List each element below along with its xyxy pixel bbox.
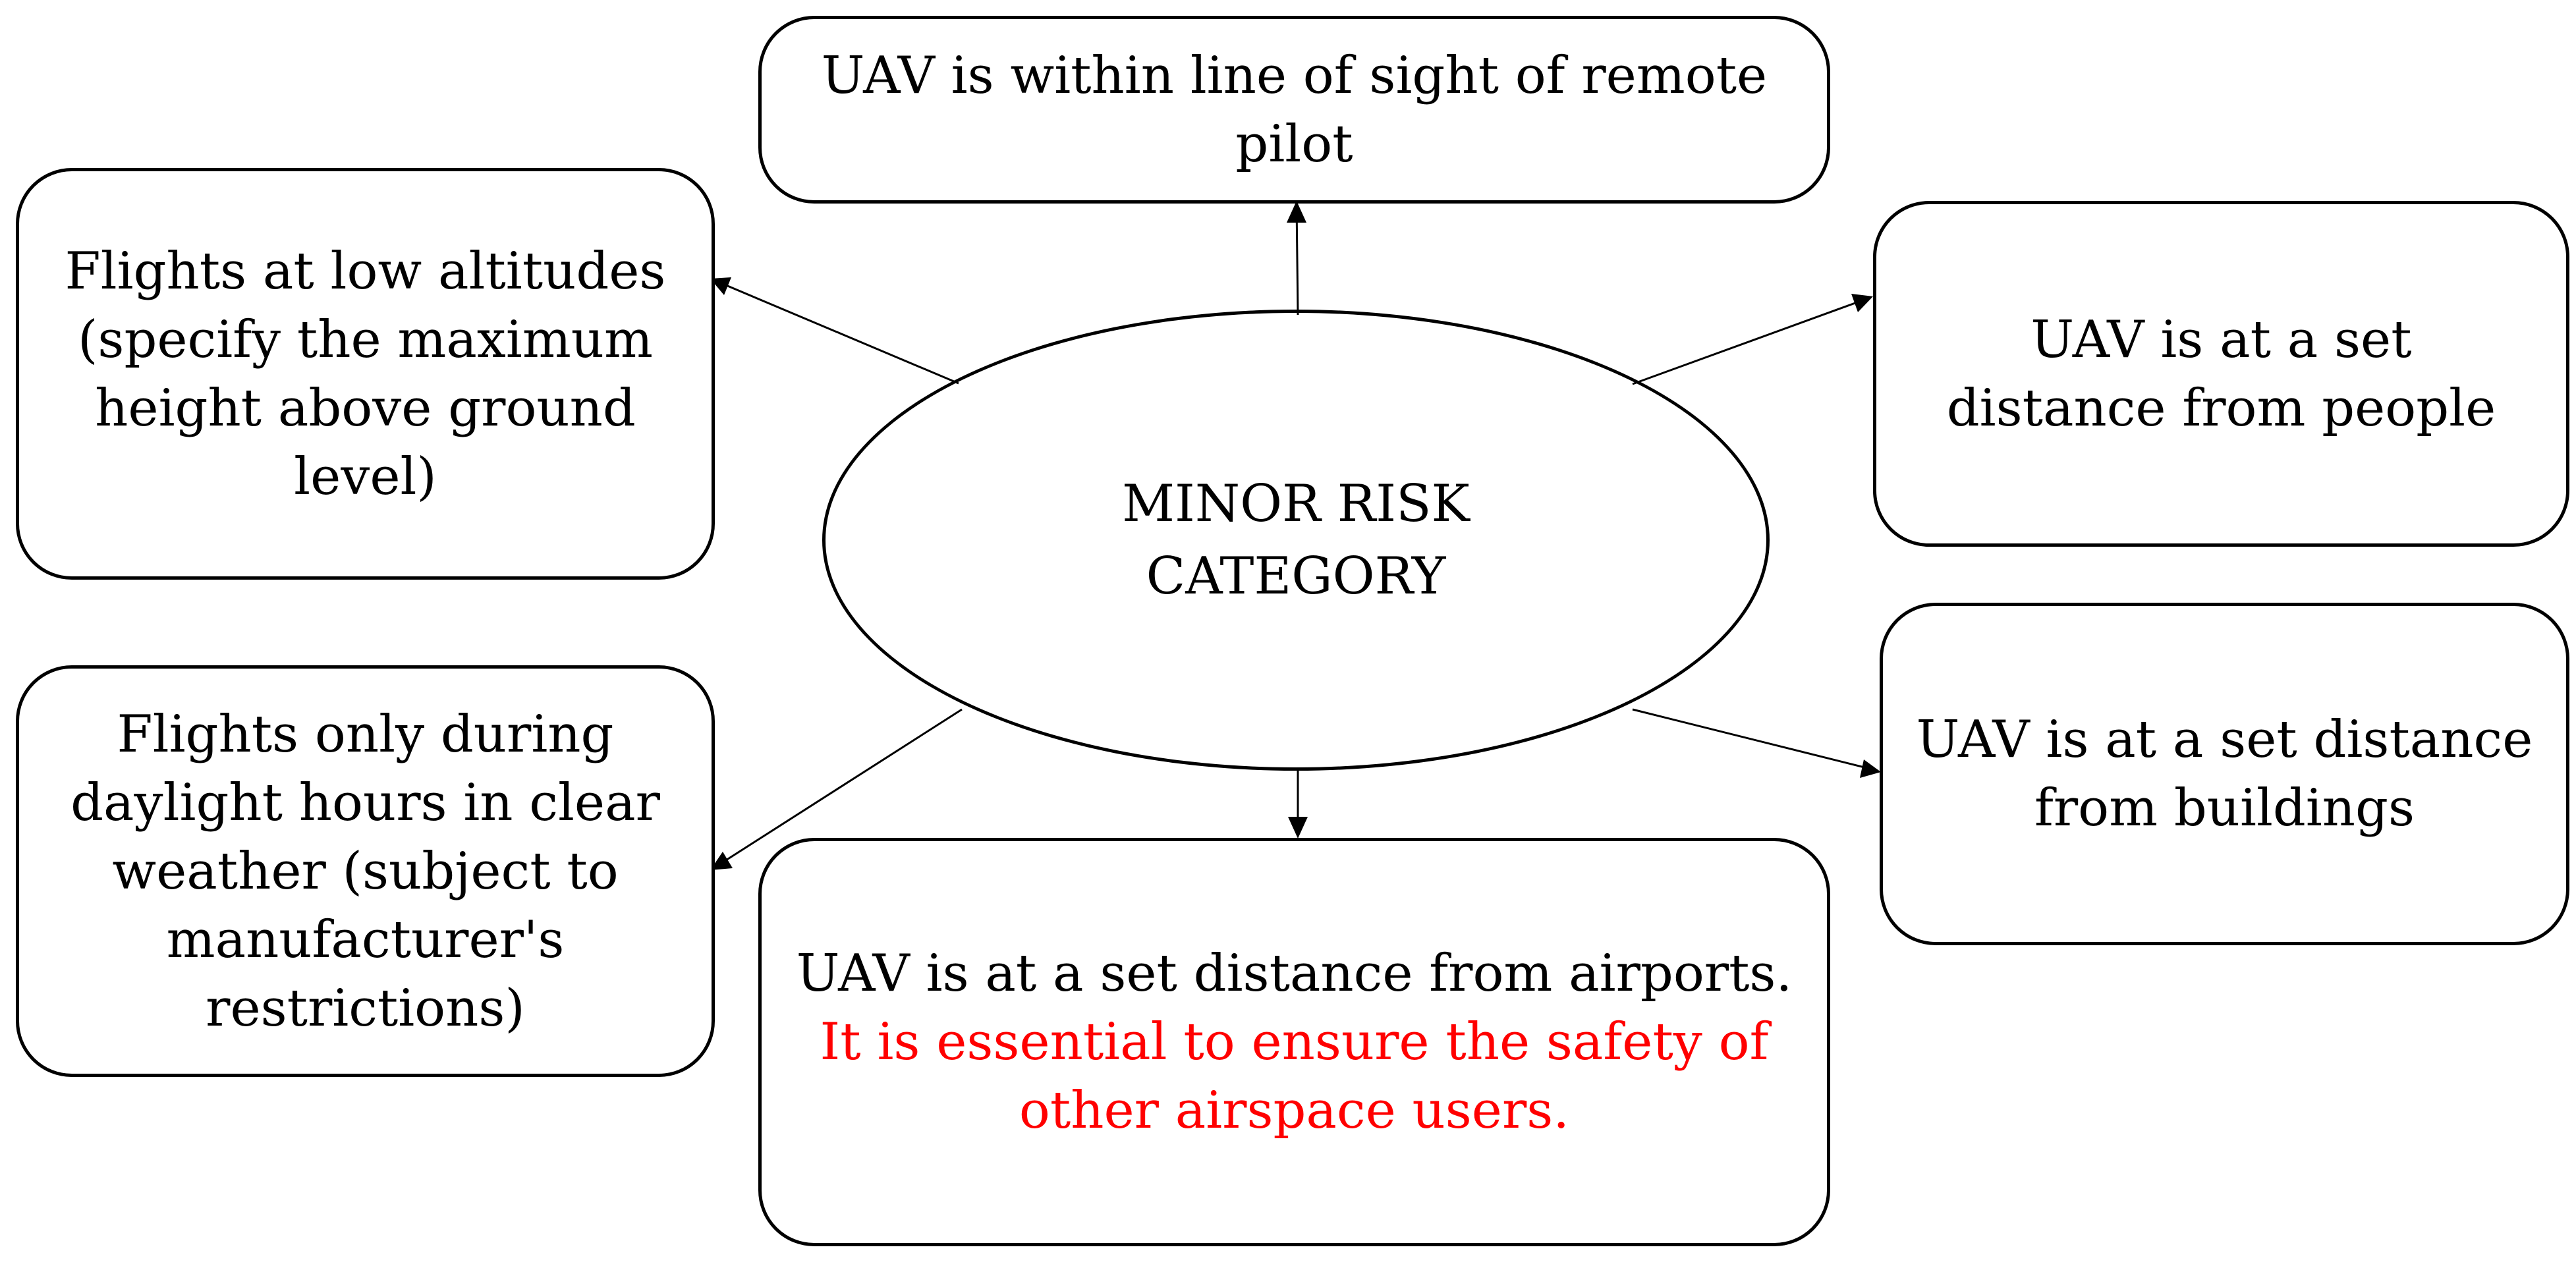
node-bottom-right-box: UAV is at a set distance from buildings <box>1880 603 2569 945</box>
node-top-left-box: Flights at low altitudes (specify the ma… <box>16 168 715 580</box>
node-bottom-left-line-2: daylight hours in clear <box>70 773 660 833</box>
node-top-right-line-2: distance from people <box>1946 378 2496 438</box>
arrow-to-top-right <box>1632 296 1870 385</box>
node-bottom-left-line-3: weather (subject to <box>112 841 619 901</box>
node-bottom-highlight-line-2: other airspace users. <box>1019 1081 1570 1140</box>
node-top-line-1: UAV is within line of sight of remote pi… <box>821 45 1768 174</box>
arrow-to-bottom-right <box>1632 708 1878 773</box>
node-bottom-left-line-5: restrictions) <box>206 978 525 1038</box>
node-bottom-right-line-2: from buildings <box>2034 779 2415 838</box>
node-top-left-line-1: Flights at low altitudes <box>65 241 666 301</box>
arrow-to-top-left <box>713 279 959 385</box>
node-bottom-highlight-line-1: It is essential to ensure the safety of <box>820 1012 1769 1072</box>
center-line-2: CATEGORY <box>1146 547 1446 606</box>
center-line-1: MINOR RISK <box>1122 474 1470 534</box>
node-top-right-line-1: UAV is at a set <box>2030 310 2412 370</box>
node-top-box: UAV is within line of sight of remote pi… <box>758 16 1830 204</box>
node-top-left-line-4: level) <box>294 447 437 507</box>
node-bottom-left-line-4: manufacturer's <box>166 910 565 970</box>
node-bottom-left-line-1: Flights only during <box>117 704 614 764</box>
node-top-left-line-2: (specify the maximum <box>77 310 653 370</box>
node-bottom-box: UAV is at a set distance from airports. … <box>758 838 1830 1246</box>
node-top-right-box: UAV is at a set distance from people <box>1873 201 2569 547</box>
node-bottom-right-line-1: UAV is at a set distance <box>1916 710 2533 769</box>
arrow-to-bottom-left <box>713 708 963 869</box>
node-bottom-left-box: Flights only during daylight hours in cl… <box>16 665 715 1077</box>
node-bottom-line-1: UAV is at a set distance from airports. <box>796 944 1793 1003</box>
node-top-left-line-3: height above ground <box>95 378 636 438</box>
center-ellipse: MINOR RISK CATEGORY <box>822 310 1770 771</box>
